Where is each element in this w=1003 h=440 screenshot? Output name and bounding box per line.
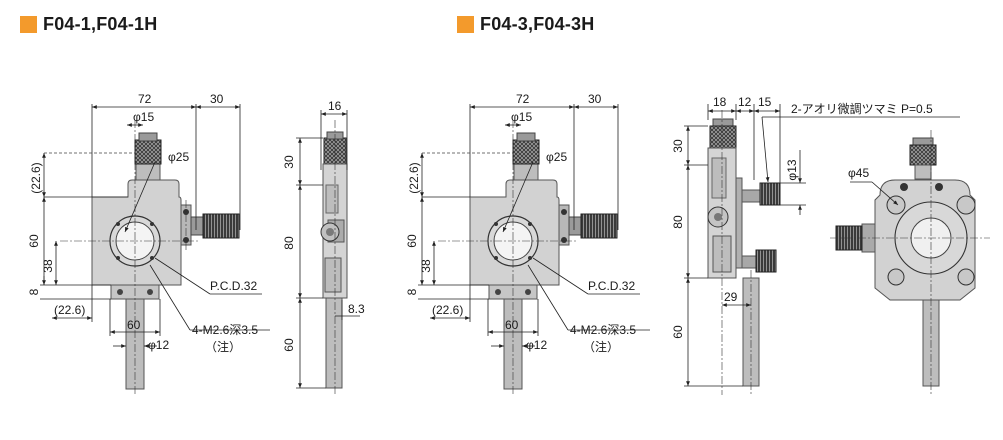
dim-phi12: φ12 [148,338,169,352]
dim-phi45: φ45 [848,166,869,180]
dim-30: 30 [588,92,602,106]
dim-15: 15 [758,95,772,109]
dim-22-6b: (22.6) [432,303,463,317]
title-text: F04-1,F04-1H [43,14,158,34]
dim-phi15: φ15 [133,110,154,124]
dim-60: 60 [405,234,419,248]
dim-18: 18 [713,95,727,109]
dim-30: 30 [282,155,296,169]
orange-square-icon [20,16,37,33]
title-f04-1: F04-1,F04-1H [20,14,157,35]
dim-60: 60 [671,325,685,339]
pcd-label: P.C.D.32 [210,279,257,293]
dim-phi25: φ25 [546,150,567,164]
dim-72: 72 [516,92,530,106]
dim-8-3: 8.3 [348,302,365,316]
dim-16: 16 [328,99,342,113]
dim-29: 29 [724,290,738,304]
dim-80: 80 [671,215,685,229]
note-label: （注） [205,339,241,354]
title-f04-3: F04-3,F04-3H [457,14,594,35]
dim-30: 30 [671,139,685,153]
side-knob-icon [202,213,240,239]
dim-80: 80 [282,236,296,250]
dim-22-6b: (22.6) [54,303,85,317]
right-side-view: 18 12 15 2-アオリ微調ツマミ P=0.5 φ13 30 80 29 6… [671,95,960,395]
dim-30: 30 [210,92,224,106]
orange-square-icon [457,16,474,33]
pcd-label: P.C.D.32 [588,279,635,293]
thread-label: 4-M2.6深3.5 [192,323,258,337]
dim-phi13: φ13 [785,159,799,180]
dim-8: 8 [27,288,41,295]
dim-72: 72 [138,92,152,106]
side-knob-icon [580,213,618,239]
dim-phi12: φ12 [526,338,547,352]
dim-60: 60 [282,338,296,352]
dim-60: 60 [27,234,41,248]
dim-38: 38 [41,259,55,273]
left-front-view: 72 30 φ15 φ25 (22.6) 60 38 8 (22.6) 60 φ… [27,92,270,395]
note-label: （注） [583,339,619,354]
dim-60b: 60 [505,318,519,332]
tilt-knob-label: 2-アオリ微調ツマミ P=0.5 [791,102,933,116]
dim-60b: 60 [127,318,141,332]
right-front-view: 72 30 φ15 φ25 (22.6) 60 38 8 (22.6) 60 φ… [405,92,650,395]
dim-22-6: (22.6) [29,162,43,193]
dim-8: 8 [405,288,419,295]
rear-view: φ45 [830,130,990,395]
dim-phi15: φ15 [511,110,532,124]
top-knob-icon [134,139,162,165]
left-side-view: 16 30 80 8.3 60 [282,99,365,395]
thread-label: 4-M2.6深3.5 [570,323,636,337]
dim-22-6: (22.6) [407,162,421,193]
top-knob-icon [512,139,540,165]
dim-12: 12 [738,95,752,109]
dim-38: 38 [419,259,433,273]
tilt-knob-icon [759,182,781,206]
dim-phi25: φ25 [168,150,189,164]
title-text: F04-3,F04-3H [480,14,595,34]
